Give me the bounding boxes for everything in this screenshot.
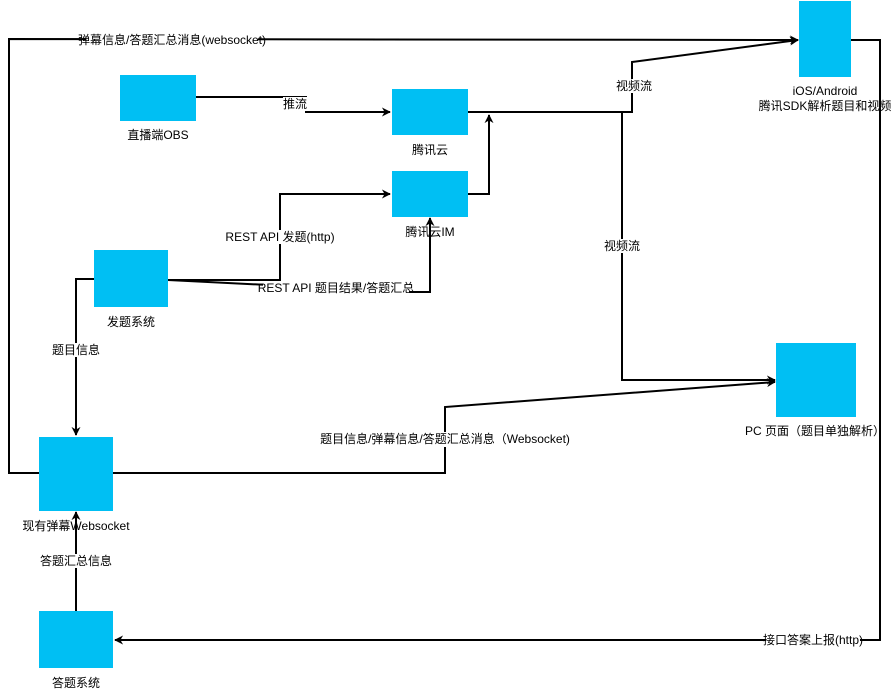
node-tencent-im[interactable] — [392, 171, 468, 217]
edge-tencent-cloud-to-ios — [468, 36, 799, 113]
edge-danmaku-to-pc — [113, 378, 776, 474]
node-tencent-cloud[interactable] — [392, 89, 468, 135]
nodes — [39, 1, 856, 668]
label-question-system: 发题系统 — [107, 314, 155, 329]
node-ios-android[interactable] — [799, 1, 851, 77]
node-answer-system[interactable] — [39, 611, 113, 668]
label-obs: 直播端OBS — [127, 128, 188, 142]
label-tencent-cloud: 腾讯云 — [412, 142, 448, 157]
edge-danmaku-to-ios — [8, 35, 799, 474]
edge-label-answer-report: 接口答案上报(http) — [763, 632, 863, 647]
label-danmaku-websocket: 现有弹幕Websocket — [22, 519, 130, 533]
edge-label-video-to-pc: 视频流 — [604, 238, 640, 253]
edge-ios-to-answer — [114, 39, 881, 645]
label-tencent-im: 腾讯云IM — [405, 224, 454, 239]
label-answer-system: 答题系统 — [52, 675, 100, 690]
node-obs[interactable] — [120, 75, 196, 121]
edge-label-obs-push: 推流 — [283, 97, 307, 111]
edge-label-question-info: 题目信息 — [52, 342, 100, 357]
node-danmaku-websocket[interactable] — [39, 437, 113, 511]
edge-label-rest-publish: REST API 发题(http) — [225, 229, 334, 244]
edge-im-to-tencent-cloud — [468, 114, 494, 195]
node-pc-page[interactable] — [776, 343, 856, 417]
edge-question-to-danmaku — [71, 278, 94, 436]
label-pc-page: PC 页面（题目单独解析） — [745, 424, 885, 438]
edge-label-answer-summary: 答题汇总信息 — [40, 553, 112, 568]
edge-label-rest-result: REST API 题目结果/答题汇总 — [258, 280, 414, 295]
node-labels: 直播端OBS 腾讯云 腾讯云IM iOS/Android 腾讯SDK解析题目和视… — [22, 84, 891, 690]
edge-tencent-cloud-to-pc — [621, 111, 776, 385]
label-ios-android-line2: 腾讯SDK解析题目和视频 — [759, 98, 892, 113]
edge-label-danmaku-to-ios: 弹幕信息/答题汇总消息(websocket) — [78, 32, 266, 47]
edge-label-video-to-ios: 视频流 — [616, 78, 652, 93]
edge-label-danmaku-to-pc: 题目信息/弹幕信息/答题汇总消息（Websocket) — [320, 431, 570, 446]
label-ios-android-line1: iOS/Android — [793, 84, 858, 98]
node-question-system[interactable] — [94, 250, 168, 307]
edge-labels: 弹幕信息/答题汇总消息(websocket) 推流 视频流 视频流 REST A… — [40, 32, 863, 647]
